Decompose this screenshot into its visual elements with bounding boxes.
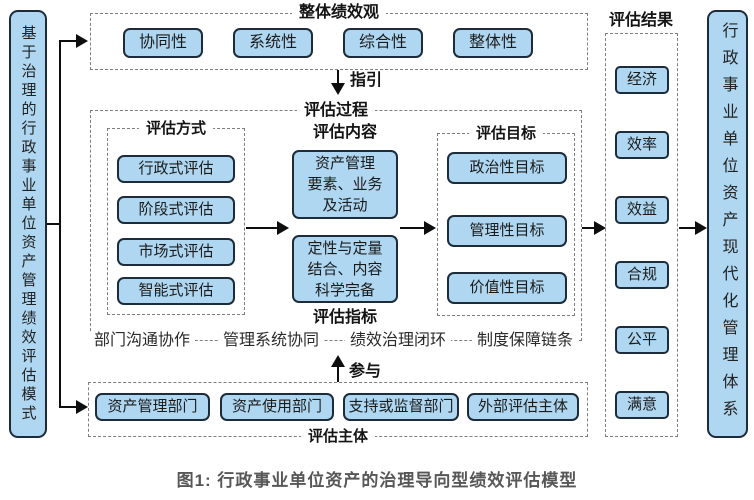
results-to-system-line: [679, 227, 696, 229]
content-to-goals-line: [400, 227, 425, 229]
guide-arrow-head-icon: [331, 83, 345, 95]
left-model-label: 基于治理的行政事业单位资产管理绩效评估模式: [19, 24, 37, 424]
subject-waibu-zhuti: 外部评估主体: [467, 393, 579, 421]
overall-view-title: 整体绩效观: [291, 4, 387, 22]
subjects-title: 评估主体: [300, 428, 376, 446]
guide-arrow-line: [337, 70, 339, 84]
content-box-elements: 资产管理 要素、业务 及活动: [292, 150, 398, 219]
process-title: 评估过程: [296, 102, 376, 120]
result-jingji: 经济: [615, 66, 669, 94]
indicator-xietong: 管理系统协同: [217, 332, 325, 350]
result-xiaolv: 效率: [615, 131, 669, 159]
left-model-panel: 基于治理的行政事业单位资产管理绩效评估模式: [9, 10, 47, 438]
right-system-panel: 行政事业单位资产现代化管理体系: [707, 10, 748, 438]
result-hegui: 合规: [615, 261, 669, 289]
method-shichangshi: 市场式评估: [117, 238, 235, 266]
content-title: 评估内容: [312, 124, 378, 141]
goal-jiazhixing: 价值性目标: [447, 272, 567, 304]
methods-to-content-head-icon: [277, 221, 289, 235]
right-system-label: 行政事业单位资产现代化管理体系: [719, 21, 737, 427]
content-to-goals-head-icon: [424, 221, 436, 235]
goal-zhengzhixing: 政治性目标: [447, 152, 567, 184]
process-to-results-line: [582, 227, 595, 229]
goals-title: 评估目标: [468, 125, 544, 143]
left-top-branch: [59, 40, 77, 42]
participate-arrow-label: 参与: [349, 363, 382, 380]
indicator-bihuan: 绩效治理闭环: [344, 332, 452, 350]
result-manyi: 满意: [615, 391, 669, 419]
methods-to-content-line: [246, 227, 278, 229]
left-connector-trunk: [59, 41, 61, 407]
left-top-arrow-head-icon: [76, 34, 88, 48]
figure-caption: 图1: 行政事业单位资产的治理导向型绩效评估模型: [176, 471, 578, 490]
results-to-system-head-icon: [695, 221, 707, 235]
process-to-results-head-icon: [594, 221, 606, 235]
overall-item-zhengtixing: 整体性: [453, 28, 533, 58]
results-frame: [605, 33, 678, 437]
overall-item-zonghexing: 综合性: [343, 28, 423, 58]
method-xingzhengshi: 行政式评估: [117, 155, 235, 183]
content-box-quality: 定性与定量 结合、内容 科学完备: [292, 235, 398, 303]
indicators-title: 评估指标: [312, 309, 378, 326]
result-xiaoyi: 效益: [615, 196, 669, 224]
guide-arrow-label: 指引: [350, 72, 383, 89]
participate-arrow-head-icon: [331, 355, 345, 367]
left-connector-stub: [47, 223, 60, 225]
indicator-liantiao: 制度保障链条: [471, 332, 579, 350]
overall-item-xitongxing: 系统性: [233, 28, 313, 58]
subject-shiyong-bumen: 资产使用部门: [220, 393, 334, 421]
methods-title: 评估方式: [138, 120, 214, 138]
left-bottom-branch: [59, 406, 77, 408]
result-gongping: 公平: [615, 326, 669, 354]
participate-arrow-line: [337, 366, 339, 382]
results-title: 评估结果: [608, 12, 674, 29]
method-zhinengshi: 智能式评估: [117, 277, 235, 305]
method-jieduanshi: 阶段式评估: [117, 196, 235, 224]
indicator-goutong: 部门沟通协作: [88, 332, 196, 350]
left-bottom-arrow-head-icon: [76, 400, 88, 414]
goal-guanlixing: 管理性目标: [447, 215, 567, 247]
overall-item-xietongxing: 协同性: [123, 28, 203, 58]
subject-guanli-bumen: 资产管理部门: [95, 393, 210, 421]
subject-jiandu-bumen: 支持或监督部门: [343, 393, 459, 421]
